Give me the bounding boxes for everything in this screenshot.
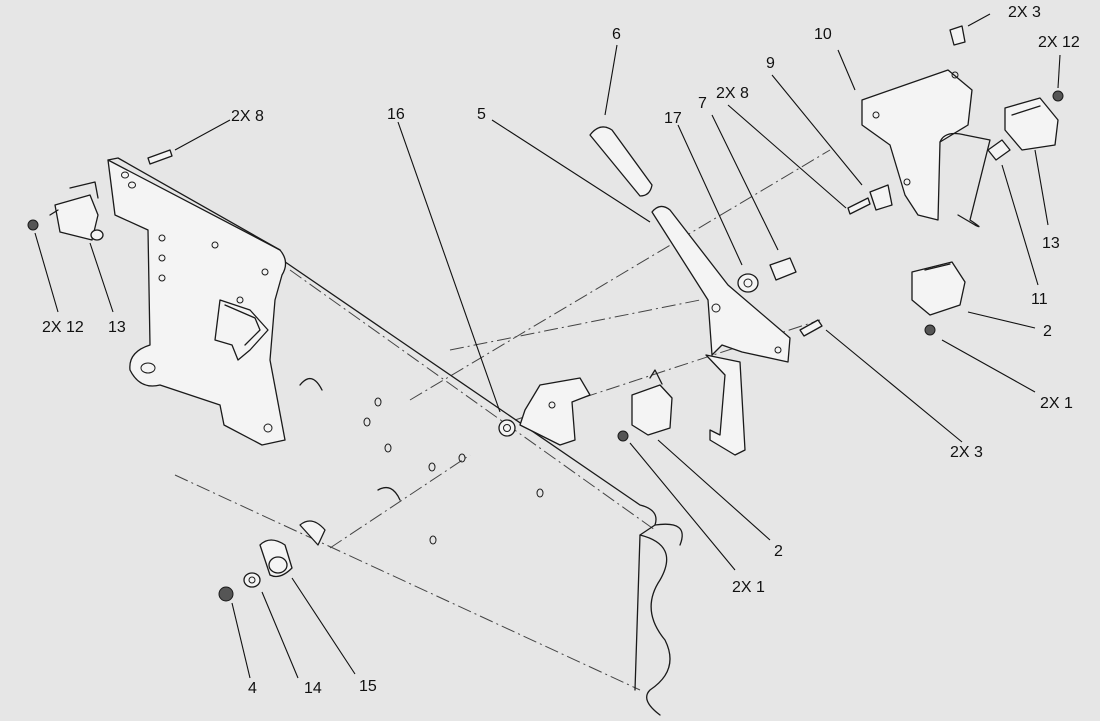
screw-2x8-mid (847, 184, 893, 215)
bottom-hardware (218, 520, 326, 602)
callout-2x8-mid: 2X 8 (716, 85, 749, 102)
switch-right-upper (987, 90, 1064, 161)
brake-lever (651, 205, 791, 456)
callout-17: 17 (664, 110, 682, 127)
switch-middle (617, 369, 673, 442)
callout-6: 6 (612, 26, 621, 43)
leader-lines (34, 13, 1061, 679)
callout-16: 16 (387, 106, 405, 123)
callout-2x1-mid: 2X 1 (732, 579, 765, 596)
callout-13-right: 13 (1042, 235, 1060, 252)
callout-2x12-left: 2X 12 (42, 319, 84, 336)
callout-2x3-right: 2X 3 (950, 444, 983, 461)
callout-2x8-left: 2X 8 (231, 108, 264, 125)
switch-right-lower (911, 261, 966, 336)
callout-2-right: 2 (1043, 323, 1052, 340)
switch-left (27, 181, 104, 241)
callout-2x1-right: 2X 1 (1040, 395, 1073, 412)
callout-2x12-top: 2X 12 (1038, 34, 1080, 51)
callout-15: 15 (359, 678, 377, 695)
callout-2-mid: 2 (774, 543, 783, 560)
callout-9: 9 (766, 55, 775, 72)
chassis-panel (274, 254, 683, 716)
callout-14: 14 (304, 680, 322, 697)
callout-5: 5 (477, 106, 486, 123)
center-bracket (498, 377, 591, 446)
callout-4: 4 (248, 680, 257, 697)
handle-grip (589, 126, 653, 197)
callout-10: 10 (814, 26, 832, 43)
left-mounting-plate (107, 157, 287, 446)
screw-top (949, 25, 966, 46)
screw-right-lever (799, 319, 823, 337)
callout-labels: 2X 3 2X 12 10 6 9 2X 8 7 17 5 16 2X 8 13… (42, 4, 1080, 697)
callout-7: 7 (698, 95, 707, 112)
callout-2x3-top: 2X 3 (1008, 4, 1041, 21)
screw-left-top (147, 149, 173, 165)
callout-13-left: 13 (108, 319, 126, 336)
callout-11: 11 (1031, 291, 1048, 308)
upper-bracket (861, 69, 991, 228)
washer-bolt-set (737, 257, 797, 293)
